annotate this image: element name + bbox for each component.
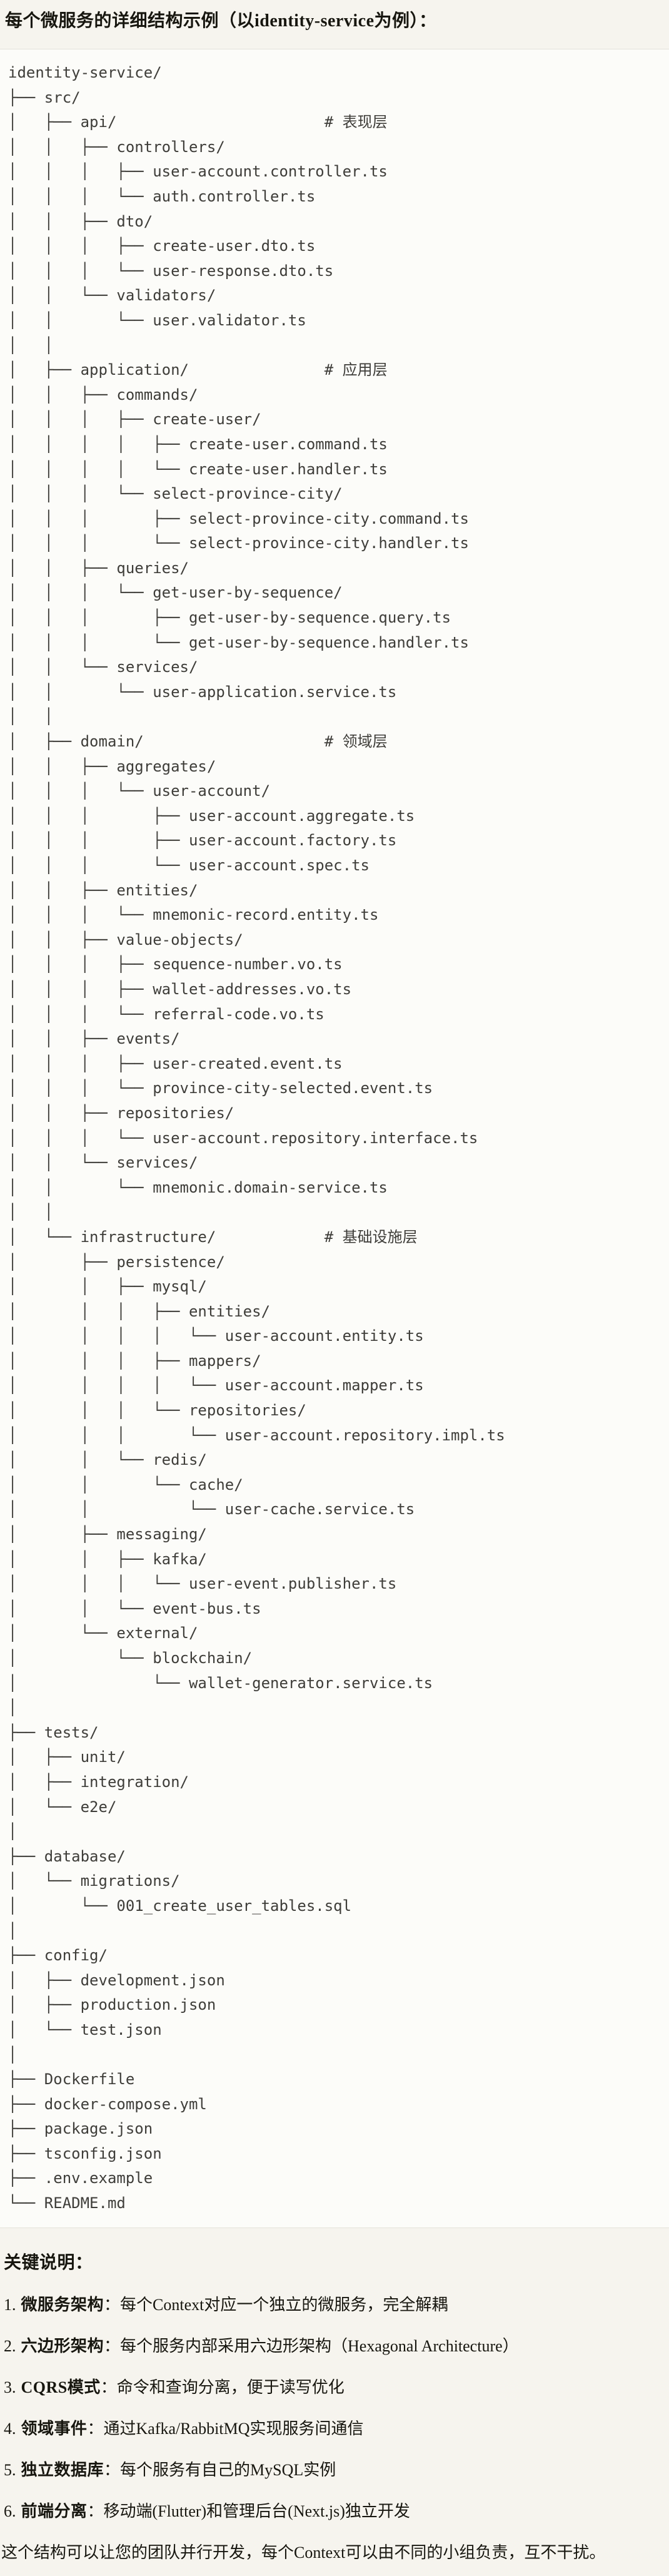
directory-tree-code-block: identity-service/ ├── src/ │ ├── api/ # …: [0, 49, 669, 2228]
item-number: 2.: [4, 2336, 16, 2355]
list-item: 4. 领域事件：通过Kafka/RabbitMQ实现服务间通信: [4, 2417, 669, 2441]
item-number: 4.: [4, 2419, 16, 2438]
list-item: 2. 六边形架构：每个服务内部采用六边形架构（Hexagonal Architec…: [4, 2334, 669, 2358]
section-heading: 关键说明：: [4, 2253, 93, 2273]
item-colon: ：: [87, 2419, 104, 2438]
page-title: 每个微服务的详细结构示例（以identity-service为例）：: [5, 11, 437, 31]
item-colon: ：: [104, 2295, 121, 2314]
item-term: 微服务架构: [21, 2295, 104, 2314]
item-term: 前端分离: [21, 2502, 88, 2520]
list-item: 3. CQRS模式：命令和查询分离，便于读写优化: [4, 2376, 669, 2400]
item-term: 领域事件: [21, 2419, 88, 2438]
item-number: 5.: [4, 2460, 16, 2479]
item-number: 1.: [4, 2295, 16, 2314]
item-colon: ：: [104, 2460, 121, 2479]
list-item: 5. 独立数据库：每个服务有自己的MySQL实例: [4, 2458, 669, 2482]
item-text: 每个Context对应一个独立的微服务，完全解耦: [120, 2295, 448, 2314]
item-text: 每个服务内部采用六边形架构（Hexagonal Architecture）: [120, 2336, 519, 2355]
item-term: 独立数据库: [21, 2460, 104, 2479]
list-item: 1. 微服务架构：每个Context对应一个独立的微服务，完全解耦: [4, 2293, 669, 2317]
explanation-list: 1.微服务架构：每个Context对应一个独立的微服务，完全解耦 2.六边形架构…: [0, 2293, 669, 2523]
item-number: 6.: [4, 2502, 16, 2520]
item-colon: ：: [100, 2378, 117, 2396]
item-term: 六边形架构: [21, 2336, 104, 2355]
item-number: 3.: [4, 2378, 16, 2396]
list-item: 6. 前端分离：移动端(Flutter)和管理后台(Next.js)独立开发: [4, 2500, 669, 2523]
closing-paragraph: 这个结构可以让您的团队并行开发，每个Context可以由不同的小组负责，互不干扰…: [1, 2543, 606, 2562]
item-text: 移动端(Flutter)和管理后台(Next.js)独立开发: [103, 2502, 410, 2520]
item-term: CQRS模式: [21, 2378, 101, 2396]
item-colon: ：: [104, 2336, 121, 2355]
item-text: 命令和查询分离，便于读写优化: [116, 2378, 345, 2396]
item-text: 通过Kafka/RabbitMQ实现服务间通信: [103, 2419, 364, 2438]
item-text: 每个服务有自己的MySQL实例: [120, 2460, 336, 2479]
item-colon: ：: [87, 2502, 104, 2520]
